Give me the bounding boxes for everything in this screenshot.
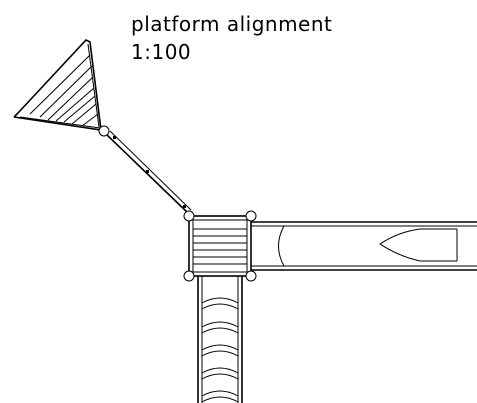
- post-marker: [245, 210, 257, 222]
- triangle-slide: [13, 39, 102, 131]
- central-platform: [188, 215, 252, 277]
- title-block: platform alignment 1:100: [131, 10, 332, 66]
- right-slide: [251, 221, 477, 271]
- drawing-title: platform alignment: [131, 12, 333, 36]
- post-marker: [98, 125, 110, 137]
- post-marker: [183, 210, 195, 222]
- diagonal-beam: [105, 130, 192, 214]
- post-marker: [183, 270, 195, 282]
- bottom-ladder: [197, 276, 243, 403]
- post-marker: [245, 270, 257, 282]
- drawing-scale: 1:100: [131, 40, 192, 64]
